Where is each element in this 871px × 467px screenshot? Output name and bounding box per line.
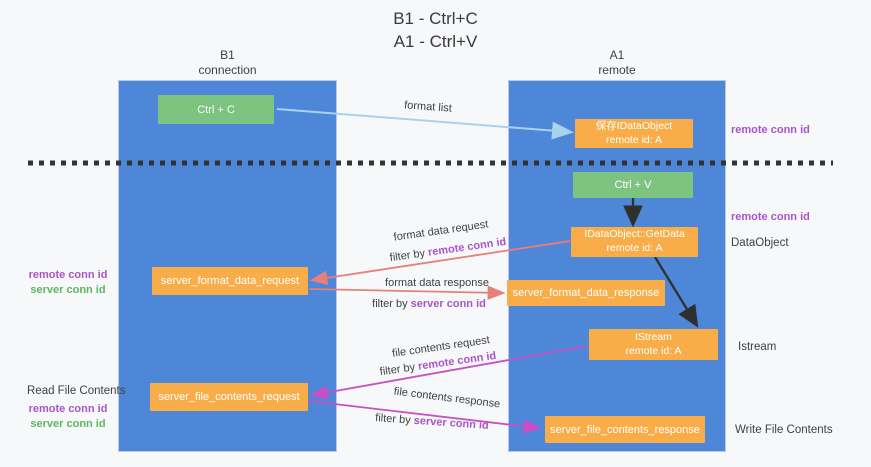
- label-file-contents-response: file contents response: [393, 385, 501, 411]
- diagram-title: B1 - Ctrl+C A1 - Ctrl+V: [0, 8, 871, 54]
- label-write-file-contents: Write File Contents: [735, 424, 833, 436]
- lane-a1-name: A1: [609, 48, 625, 62]
- label-format-data-response: format data response: [385, 277, 489, 289]
- lane-b1-role: connection: [198, 63, 257, 77]
- node-save-dataobject-line1: 保存IDataObject: [595, 119, 673, 132]
- node-ctrl-c-label: Ctrl + C: [197, 103, 235, 116]
- filter-prefix: filter by: [389, 247, 426, 265]
- label-dataobject: DataObject: [731, 237, 789, 249]
- filter-highlight-server: server conn id: [413, 414, 490, 432]
- filter-prefix: filter by: [379, 361, 416, 379]
- lane-a1-role: remote: [598, 63, 636, 77]
- node-save-dataobject-line2: remote id: A: [605, 133, 663, 146]
- title-line-a1: A1 - Ctrl+V: [393, 31, 478, 51]
- arrow-format-data-response: [308, 285, 506, 300]
- label-remote-conn-id-right-1: remote conn id: [731, 124, 810, 136]
- node-server-file-contents-response: server_file_contents_response: [545, 416, 705, 443]
- node-server-format-data-request: server_format_data_request: [152, 267, 308, 295]
- label-server-conn-id-left-1: server conn id: [30, 283, 106, 296]
- node-ctrl-v-label: Ctrl + V: [614, 179, 652, 191]
- filter-prefix: filter by: [374, 412, 412, 427]
- node-server-format-data-response: server_format_data_response: [507, 280, 665, 306]
- node-save-dataobject: 保存IDataObject remote id: A: [575, 119, 693, 148]
- label-filter-server-1: filter by server conn id: [372, 298, 486, 310]
- node-file-response-label: server_file_contents_response: [550, 423, 700, 436]
- node-format-response-label: server_format_data_response: [512, 287, 660, 299]
- label-server-conn-id-left-2: server conn id: [30, 417, 106, 430]
- left-conn-id-stack-1: remote conn id server conn id: [18, 268, 118, 298]
- filter-prefix: filter by: [372, 298, 408, 310]
- node-file-request-label: server_file_contents_request: [158, 391, 300, 403]
- node-ctrl-c: Ctrl + C: [158, 95, 274, 124]
- node-server-file-contents-request: server_file_contents_request: [150, 383, 308, 411]
- node-istream-line1: IStream: [635, 330, 672, 343]
- node-istream: IStream remote id: A: [589, 329, 718, 360]
- label-filter-server-2: filter by server conn id: [375, 412, 489, 432]
- label-remote-conn-id-left-1: remote conn id: [28, 269, 108, 281]
- lane-header-b1: B1 connection: [118, 48, 337, 78]
- filter-highlight-server: server conn id: [410, 298, 486, 310]
- label-read-file-contents: Read File Contents: [27, 385, 126, 397]
- node-getdata-line2: remote id: A: [606, 242, 663, 254]
- label-istream: Istream: [738, 341, 777, 353]
- node-format-request-label: server_format_data_request: [160, 275, 300, 287]
- node-ctrl-v: Ctrl + V: [573, 172, 693, 198]
- label-remote-conn-id-right-2: remote conn id: [731, 211, 810, 223]
- node-istream-line2: remote id: A: [625, 344, 682, 357]
- lane-header-a1: A1 remote: [508, 48, 726, 78]
- label-remote-conn-id-left-2: remote conn id: [28, 403, 108, 415]
- label-format-list: format list: [403, 99, 453, 115]
- node-idataobject-getdata: IDataObject::GetData remote id: A: [571, 227, 698, 257]
- lane-b1-name: B1: [220, 48, 235, 62]
- left-conn-id-stack-2: remote conn id server conn id: [18, 402, 118, 432]
- title-line-b1: B1 - Ctrl+C: [393, 9, 478, 28]
- node-getdata-line1: IDataObject::GetData: [584, 228, 685, 241]
- filter-highlight-remote: remote conn id: [427, 235, 507, 259]
